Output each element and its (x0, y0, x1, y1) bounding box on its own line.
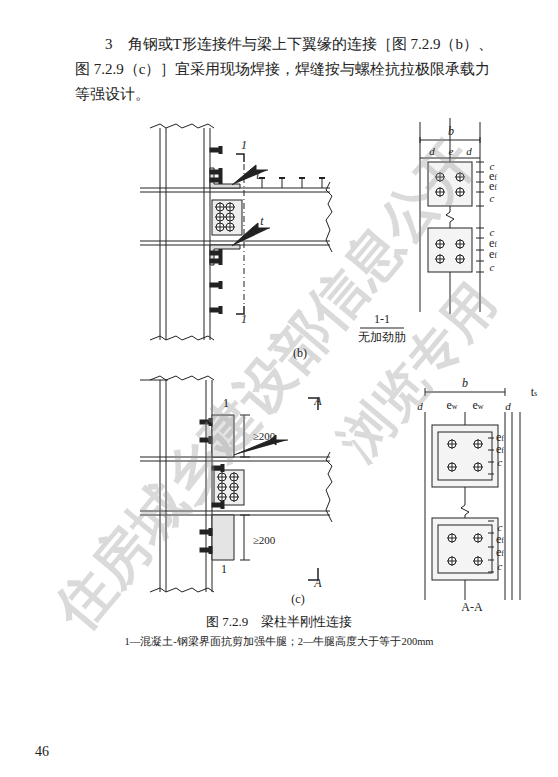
figure-label: c (498, 456, 503, 468)
figure-label: ef (489, 248, 497, 261)
figure-label: ef (496, 533, 504, 546)
figure-label: d (505, 400, 511, 412)
figure-label: c (490, 261, 495, 273)
figure-label: d (466, 145, 472, 157)
figure-label: 46 (35, 744, 49, 759)
figure-label: c (490, 192, 495, 204)
figure-label: 1 (241, 139, 247, 152)
figure-label: d (429, 145, 435, 157)
figure-caption: 图 7.2.9 梁柱半刚性连接 (206, 615, 352, 629)
figure-label: 1 (241, 313, 247, 326)
figure-label: b (462, 377, 468, 390)
figure-label: c (498, 521, 503, 533)
figure-label: t (256, 169, 259, 182)
figure-label: ew (446, 399, 457, 412)
figure-label: c (490, 226, 495, 238)
figure-label: ef (496, 443, 504, 456)
figure-label: (b) (293, 347, 307, 360)
figure-label: ts (531, 386, 537, 399)
figure-label: 1—混凝土-钢梁界面抗剪加强牛腿；2—牛腿高度大于等于200mm (124, 636, 433, 648)
figure-label: ew (472, 399, 483, 412)
body-paragraph: 3 角钢或T形连接件与梁上下翼缘的连接［图 7.2.9（b）、图 7.2.9（c… (75, 32, 495, 107)
figure-label: 1 (223, 397, 229, 410)
figure-label: A-A (461, 601, 482, 614)
figure-label: c (498, 560, 503, 572)
figure-label: d (417, 400, 423, 412)
figure-label: A (314, 577, 321, 590)
figure-label: e (449, 145, 454, 157)
figure-label: ef (489, 180, 497, 193)
figure-label: A (314, 395, 321, 408)
figure-label: ≥200 (253, 430, 276, 442)
figure-label: 1-1 (374, 313, 390, 326)
figure-label: ≥200 (253, 534, 276, 546)
figure-label: t (260, 215, 263, 228)
figure-label: 无加劲肋 (358, 331, 406, 344)
figure-label: b (448, 125, 454, 138)
figure-label: (c) (291, 593, 304, 606)
figure-label: ef (496, 546, 504, 559)
figure-label: 1 (221, 563, 227, 576)
section-a-a (425, 388, 520, 600)
